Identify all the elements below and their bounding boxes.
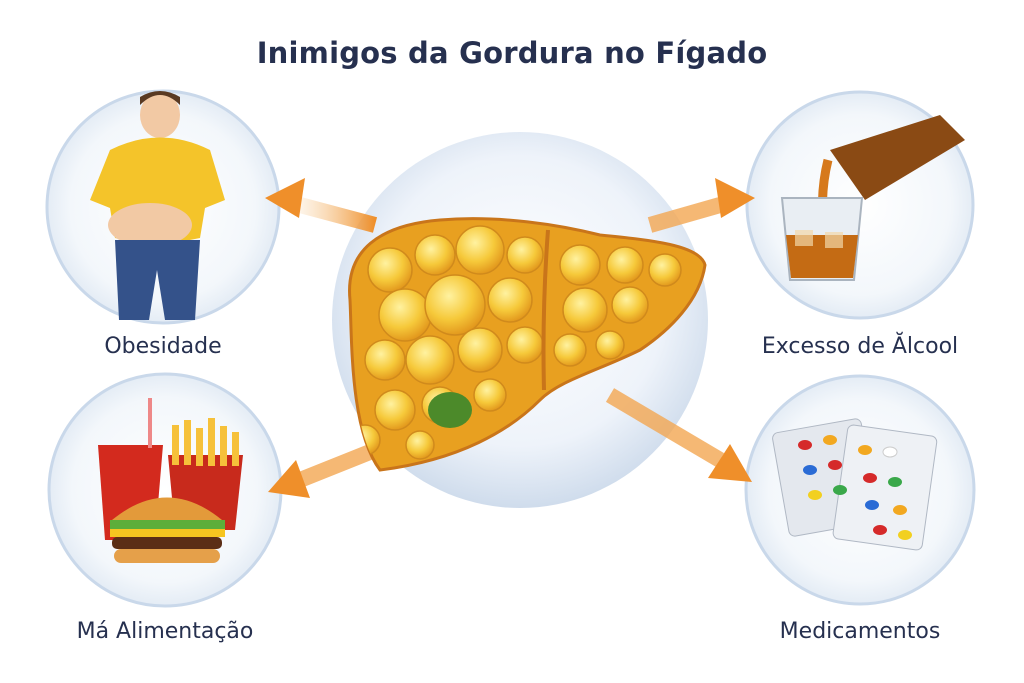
alcohol-circle (745, 90, 975, 320)
arrow-to-alcohol (647, 178, 755, 233)
fast-food-icon (98, 398, 243, 563)
fatty-liver-icon (348, 217, 707, 472)
diet-circle (47, 372, 283, 608)
pills-blister-icon (772, 418, 938, 551)
factor-label-medication: Medicamentos (779, 619, 941, 644)
arrow-to-obesity (265, 178, 378, 233)
arrow-to-diet (268, 442, 378, 498)
alcohol-pouring-icon (780, 115, 965, 281)
factor-label-diet: Má Alimentação (76, 619, 254, 644)
medication-circle (744, 374, 976, 606)
factor-label-obesity: Obesidade (104, 334, 222, 359)
overweight-man-icon (90, 91, 225, 320)
obesity-circle (45, 89, 281, 325)
arrow-to-medication (605, 388, 752, 482)
page-title: Inimigos da Gordura no Fígado (256, 36, 768, 70)
factor-label-alcohol: Excesso de Ălcool (761, 334, 959, 359)
